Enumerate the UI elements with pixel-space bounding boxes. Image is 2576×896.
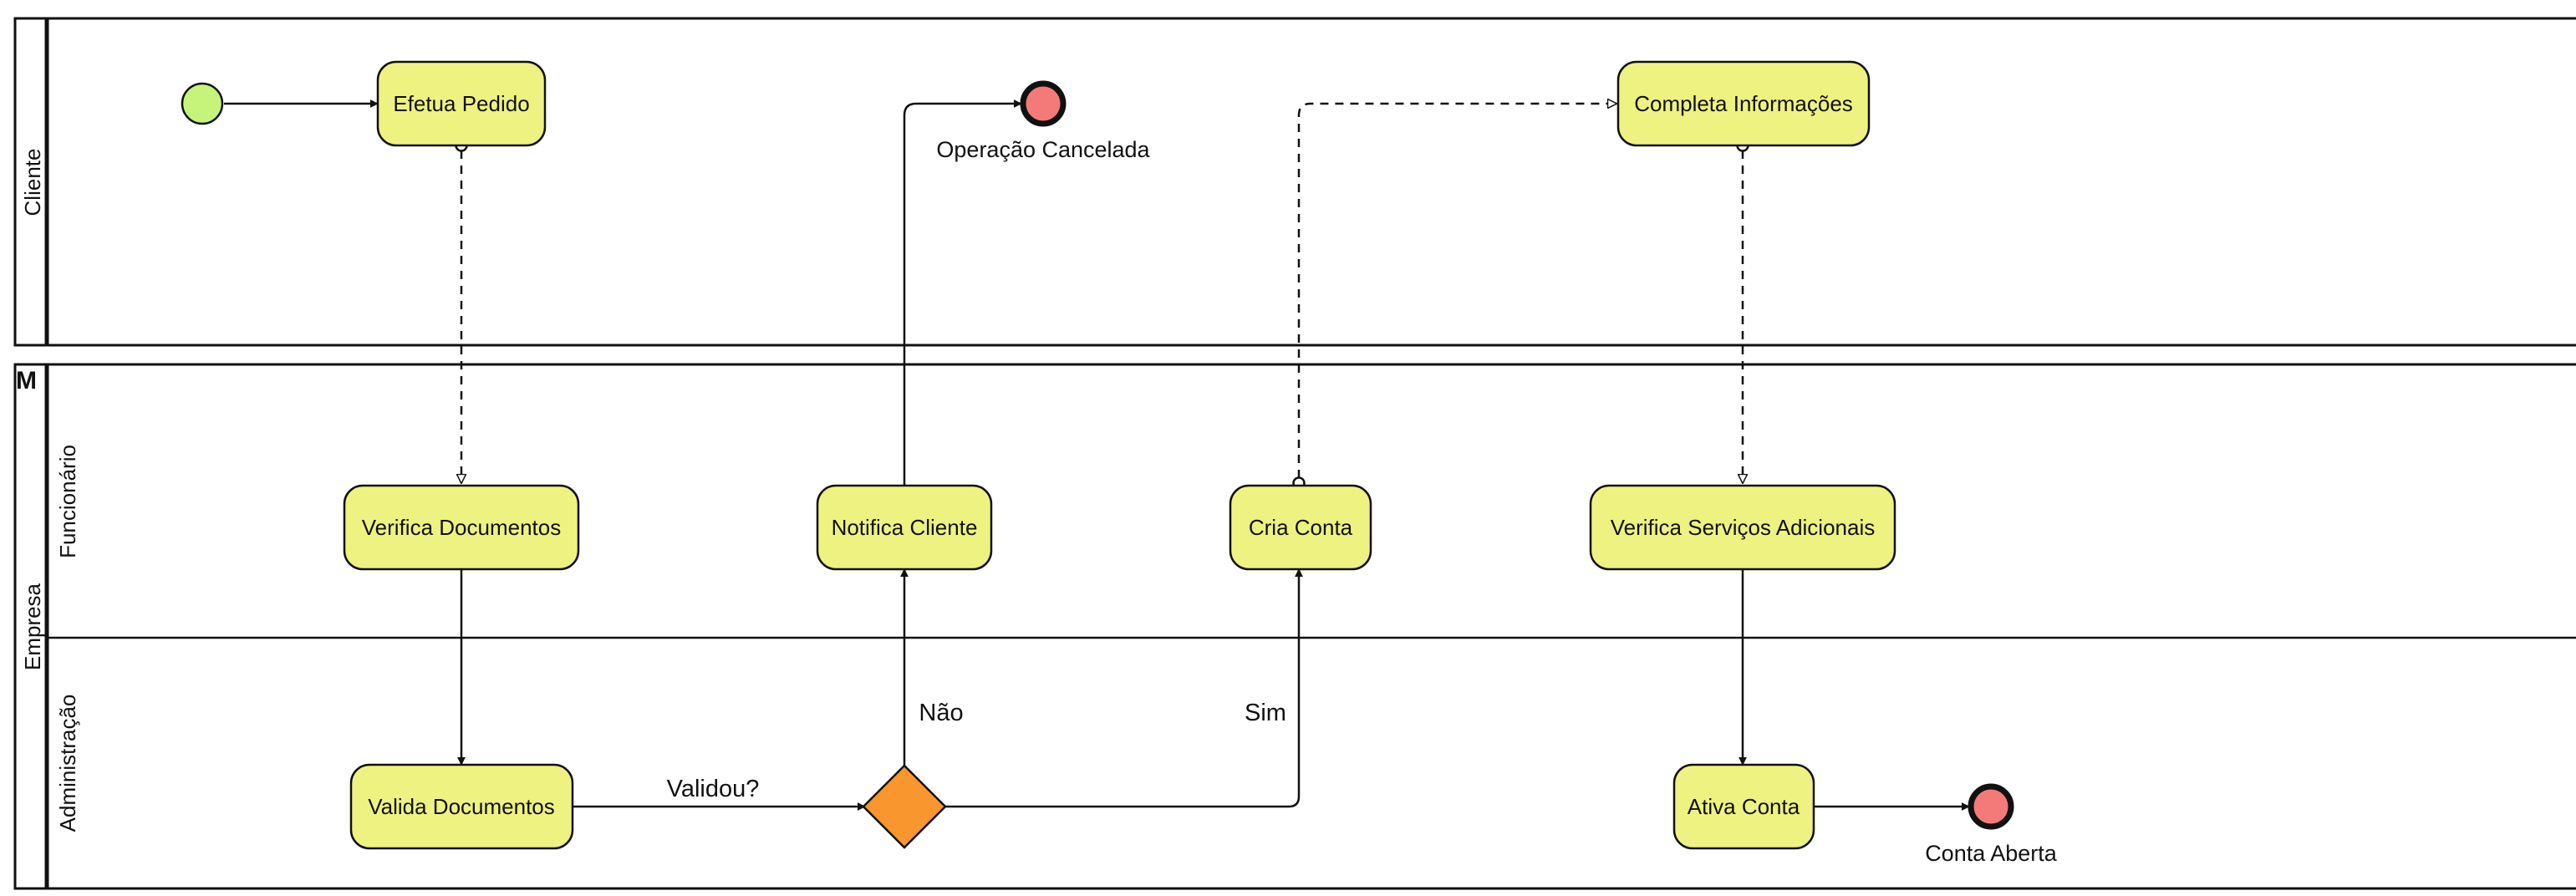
lane-funcionario-label: Funcionário — [55, 445, 80, 558]
task-ativa-conta[interactable]: Ativa Conta — [1672, 763, 1815, 850]
end-event-cancelada-label: Operação Cancelada — [936, 137, 1150, 162]
task-verifica-documentos-label: Verifica Documentos — [362, 515, 561, 540]
flow-label-nao: Não — [919, 700, 963, 726]
flow-notifica-to-end — [903, 99, 1022, 486]
pool-empresa: M Empresa Funcionário Administração — [13, 363, 2576, 890]
task-cria-conta-label: Cria Conta — [1249, 515, 1353, 540]
lane-administracao-label: Administração — [55, 695, 80, 832]
message-flows — [455, 104, 1749, 490]
end-event-cancelada[interactable]: Operação Cancelada — [936, 80, 1151, 162]
end-event-aberta-label: Conta Aberta — [1925, 841, 2058, 866]
task-cria-conta[interactable]: Cria Conta — [1229, 484, 1372, 571]
pool-cliente-label: Cliente — [20, 149, 45, 216]
task-verifica-servicos-adicionais[interactable]: Verifica Serviços Adicionais — [1589, 484, 1896, 571]
task-ativa-conta-label: Ativa Conta — [1688, 794, 1800, 819]
task-verifica-documentos[interactable]: Verifica Documentos — [343, 484, 580, 571]
task-completa-informacoes[interactable]: Completa Informações — [1616, 60, 1871, 147]
sequence-flows — [224, 99, 1970, 811]
task-completa-informacoes-label: Completa Informações — [1634, 91, 1853, 116]
start-event-icon — [181, 82, 224, 125]
flow-gateway-sim — [944, 568, 1303, 808]
pool-cliente: Cliente — [13, 17, 2576, 347]
gateway-label: Validou? — [667, 776, 760, 802]
gateway-diamond-icon — [862, 764, 947, 849]
pool-empresa-label: Empresa — [20, 583, 45, 670]
gateway-validou[interactable] — [862, 764, 947, 849]
flow-label-sim: Sim — [1245, 700, 1286, 726]
task-efetua-pedido-label: Efetua Pedido — [393, 91, 529, 116]
task-notifica-cliente[interactable]: Notifica Cliente — [816, 484, 993, 571]
msg-cria-to-completa — [1297, 104, 1616, 478]
task-verifica-servicos-adicionais-label: Verifica Serviços Adicionais — [1611, 515, 1875, 540]
task-valida-documentos[interactable]: Valida Documentos — [349, 763, 574, 850]
end-event-aberta[interactable]: Conta Aberta — [1925, 783, 2058, 866]
start-event[interactable] — [181, 82, 224, 125]
end-event-aberta-icon — [1968, 783, 2014, 830]
end-event-cancelada-icon — [1020, 80, 1067, 127]
pool-empresa-marker: M — [16, 367, 37, 395]
task-notifica-cliente-label: Notifica Cliente — [832, 515, 978, 540]
task-valida-documentos-label: Valida Documentos — [368, 794, 555, 819]
task-efetua-pedido[interactable]: Efetua Pedido — [376, 60, 547, 147]
